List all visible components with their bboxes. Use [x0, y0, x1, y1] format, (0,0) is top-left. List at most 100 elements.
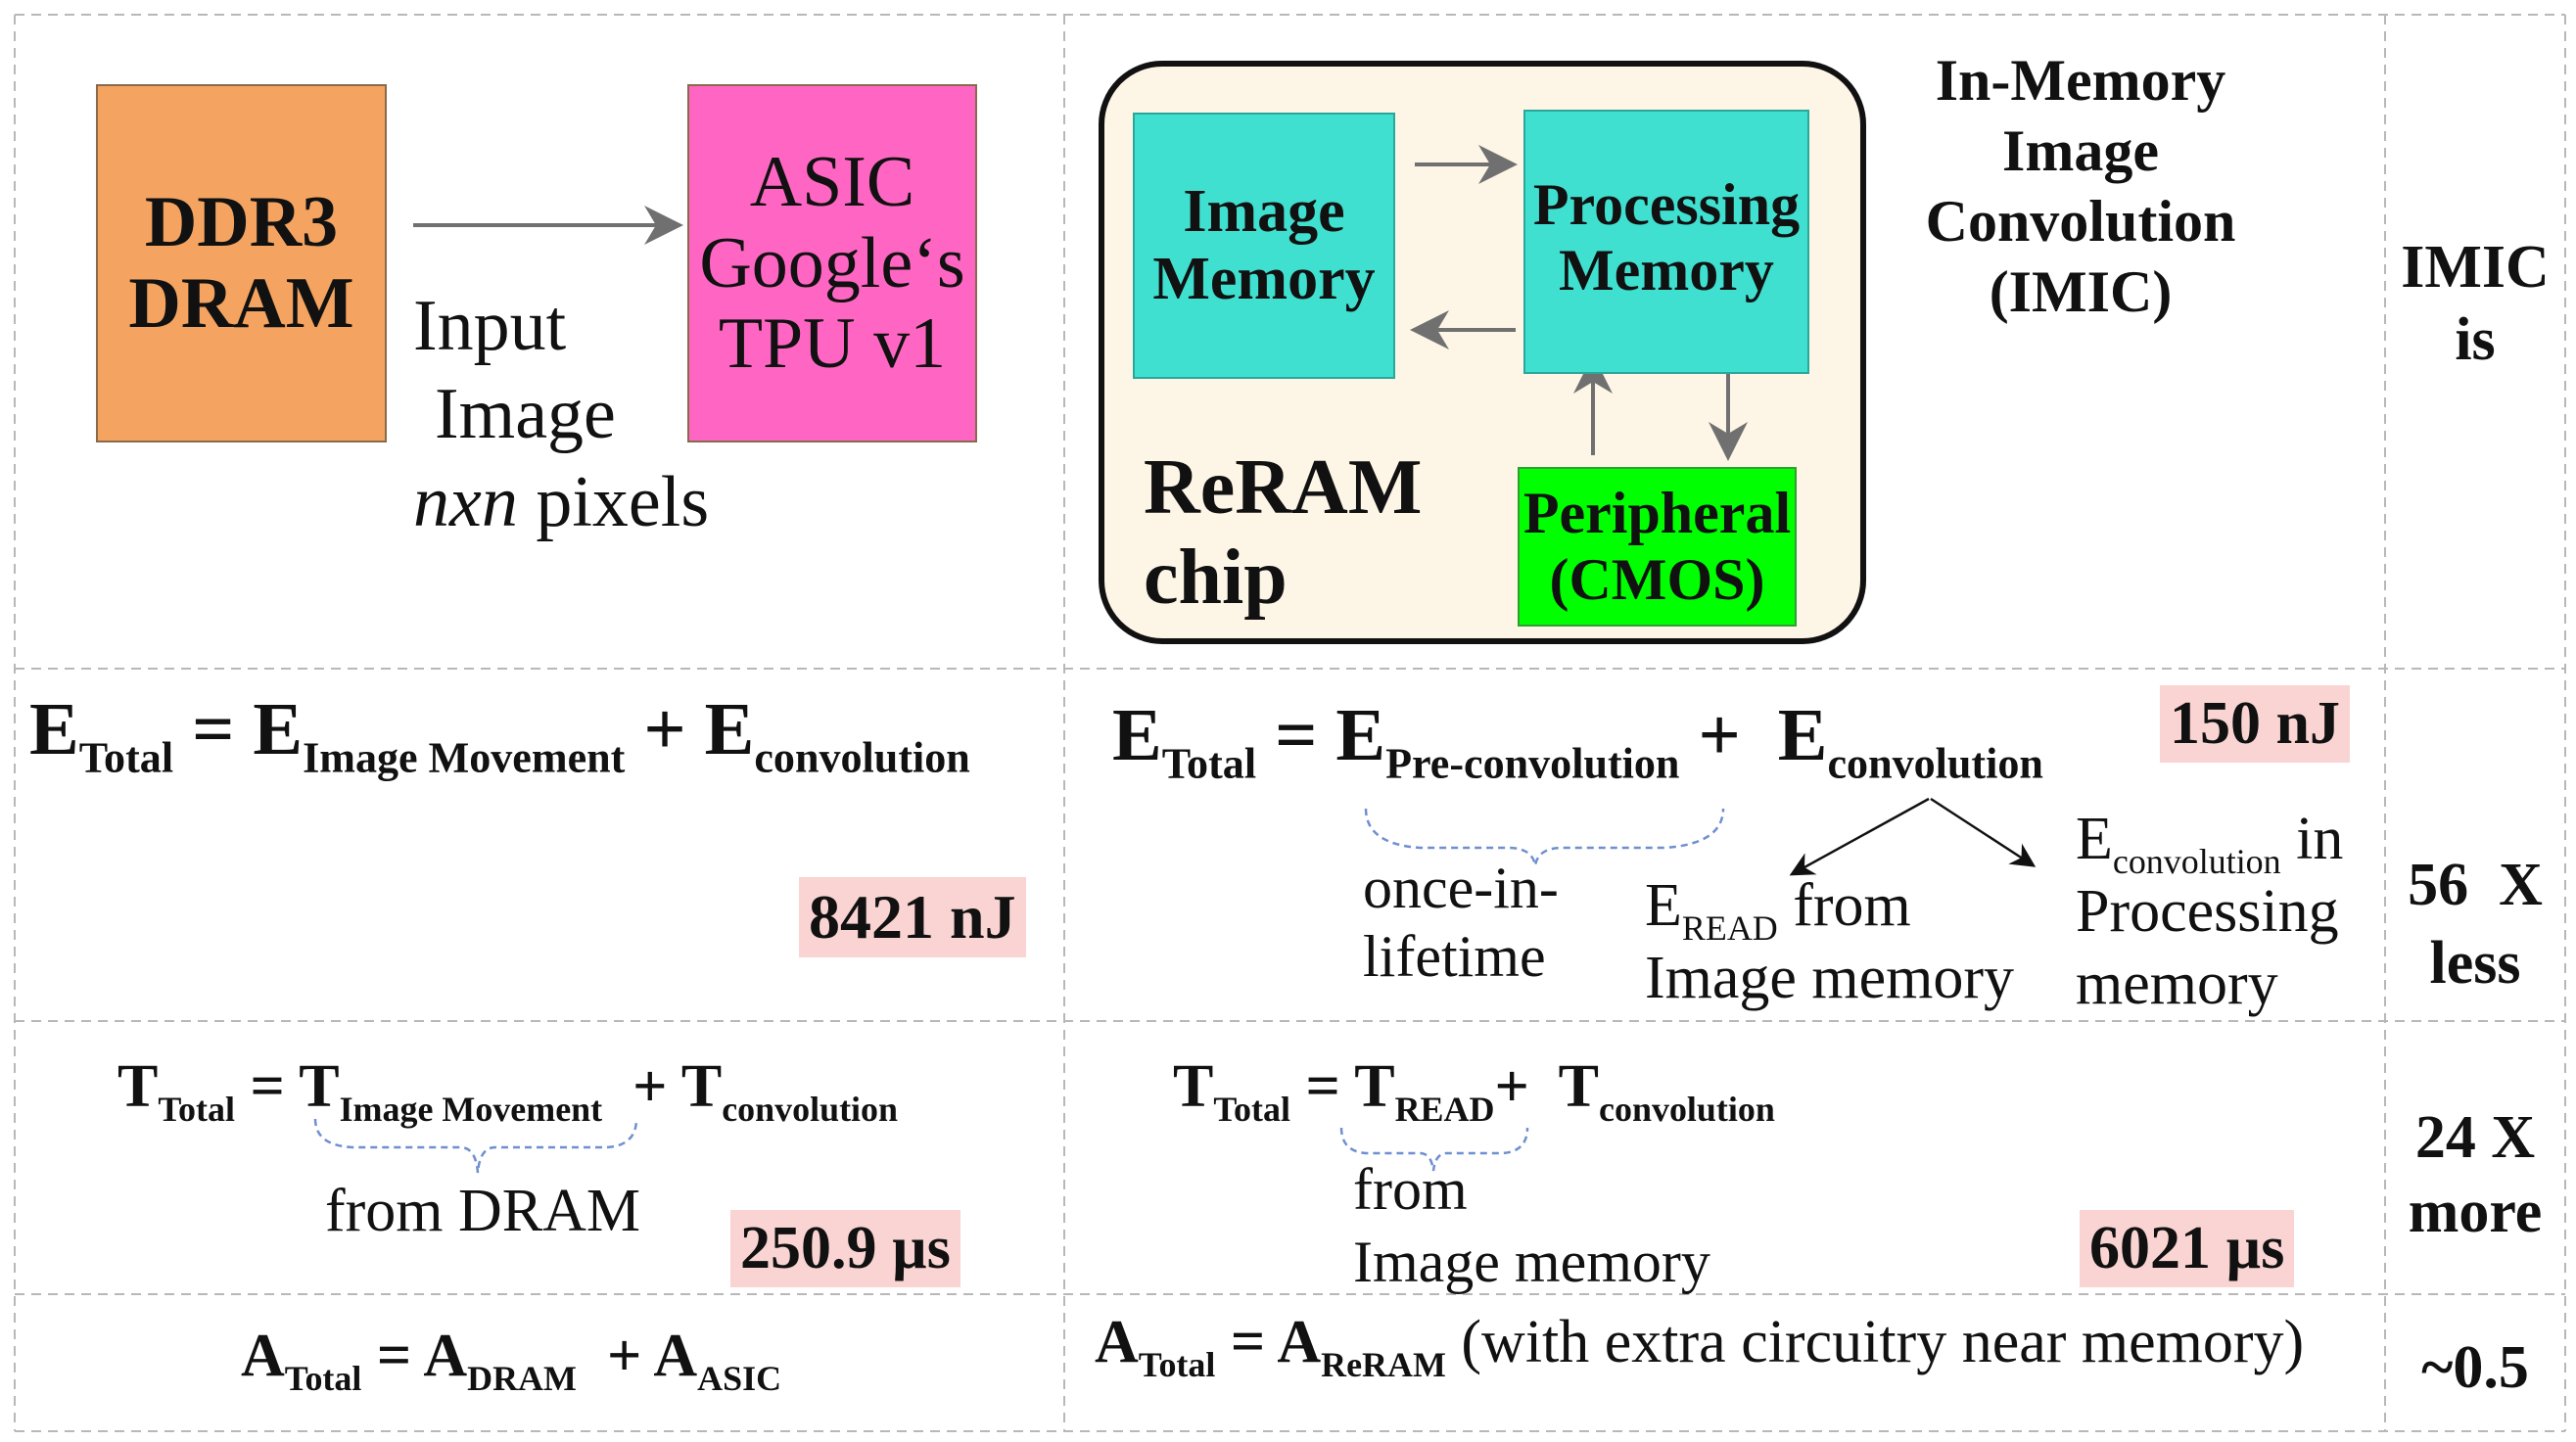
equals-sign: =	[376, 1323, 412, 1389]
e-total-symbol: E	[29, 688, 79, 770]
reram-text: ReRAM	[1144, 444, 1423, 531]
e-conv-in: in	[2296, 806, 2344, 872]
energy-right-value: 150 nJ	[2160, 685, 2350, 763]
equals-sign: =	[1230, 1309, 1266, 1375]
table-grid	[14, 14, 2566, 1432]
reram-chip-label: ReRAM chip	[1144, 442, 1422, 623]
imic-title-2: Image	[2002, 118, 2159, 183]
t-total-symbol: T	[117, 1053, 159, 1120]
input-image-label: Input Image nxn pixels	[413, 282, 709, 546]
t-convolution-symbol: T	[1558, 1053, 1600, 1120]
a-reram-sub: ReRAM	[1321, 1345, 1446, 1385]
imic-is-label: IMIC is	[2385, 231, 2565, 376]
e-convolution-sub: convolution	[1827, 739, 2043, 788]
area-right-equation: ATotal = AReRAM (with extra circuitry ne…	[1095, 1308, 2305, 1382]
equals-sign: =	[250, 1053, 285, 1120]
chip-text: chip	[1144, 535, 1288, 621]
image-memory-label-2: Memory	[1152, 246, 1376, 312]
lifetime-text: lifetime	[1363, 924, 1546, 989]
time-ratio-number: 24	[2414, 1104, 2476, 1171]
e-convolution-symbol: E	[704, 688, 755, 770]
image-memory-text: Image memory	[1353, 1230, 1710, 1294]
time-right-value: 6021 µs	[2080, 1210, 2295, 1287]
google-label: Google‘s	[699, 222, 965, 303]
asic-box: ASIC Google‘s TPU v1	[687, 84, 977, 442]
image-text: Image	[435, 374, 616, 454]
e-convolution-sub: convolution	[754, 733, 970, 782]
e-read-sub: READ	[1681, 908, 1778, 949]
energy-left-equation: ETotal = EImage Movement + Econvolution	[29, 687, 970, 779]
e-read-from: from	[1793, 872, 1911, 939]
time-ratio: 24 X more	[2385, 1100, 2565, 1249]
once-in-lifetime-note: once-in- lifetime	[1363, 854, 1559, 991]
peripheral-label: Peripheral	[1522, 481, 1792, 546]
processing-memory-box: Processing Memory	[1523, 110, 1809, 374]
equals-sign: =	[192, 688, 235, 770]
t-total-sub: Total	[1213, 1090, 1290, 1130]
a-asic-sub: ASIC	[697, 1359, 782, 1399]
e-total-symbol: E	[1112, 694, 1162, 776]
time-ratio-word: more	[2408, 1179, 2543, 1245]
imic-is-2: is	[2455, 306, 2496, 373]
e-image-movement-symbol: E	[253, 688, 304, 770]
a-total-sub: Total	[284, 1359, 362, 1399]
tpu-label: TPU v1	[718, 303, 947, 385]
e-conv-sub: convolution	[2112, 842, 2281, 882]
asic-label: ASIC	[749, 141, 915, 222]
imic-title-3: Convolution	[1925, 189, 2236, 254]
from-dram-note: from DRAM	[325, 1178, 641, 1244]
ddr3-label: DDR3	[144, 182, 339, 263]
dram-label: DRAM	[128, 263, 354, 344]
area-left-equation: ATotal = ADRAM + AASIC	[241, 1322, 781, 1396]
energy-ratio-x: X	[2499, 852, 2543, 918]
e-conv-symbol: E	[2076, 806, 2113, 872]
pixels-text: pixels	[536, 462, 710, 542]
e-read-image-memory: Image memory	[1645, 945, 2015, 1011]
extra-circuitry-note: (with extra circuitry near memory)	[1461, 1309, 2305, 1375]
t-convolution-sub: convolution	[1599, 1090, 1775, 1130]
pre-convolution-brace	[1364, 808, 1725, 866]
processing-memory-label-2: Memory	[1559, 238, 1774, 303]
imic-title: In-Memory Image Convolution (IMIC)	[1880, 45, 2281, 327]
peripheral-cmos-box: Peripheral (CMOS)	[1518, 467, 1797, 627]
e-total-sub: Total	[1161, 739, 1257, 788]
a-reram-symbol: A	[1277, 1309, 1322, 1375]
t-read-sub: READ	[1394, 1090, 1495, 1130]
e-convolution-note: Econvolution in Processing memory	[2076, 803, 2343, 1020]
energy-right-equation: ETotal = EPre-convolution + Econvolution	[1112, 693, 2043, 785]
t-image-movement-symbol: T	[299, 1053, 340, 1120]
e-image-movement-sub: Image Movement	[303, 733, 626, 782]
imic-is-1: IMIC	[2401, 234, 2550, 301]
t-convolution-sub: convolution	[722, 1090, 899, 1130]
input-text: Input	[413, 286, 567, 366]
ddr3-dram-box: DDR3 DRAM	[96, 84, 387, 442]
time-left-equation: TTotal = TImage Movement + Tconvolution	[117, 1052, 898, 1127]
t-convolution-symbol: T	[680, 1053, 723, 1120]
imic-title-4: (IMIC)	[1989, 259, 2173, 324]
e-convolution-symbol: E	[1777, 694, 1828, 776]
e-total-sub: Total	[78, 733, 174, 782]
energy-ratio-number: 56	[2408, 852, 2469, 918]
image-movement-brace	[313, 1118, 638, 1174]
t-image-movement-sub: Image Movement	[339, 1090, 603, 1130]
plus-sign: +	[606, 1323, 642, 1389]
time-right-equation: TTotal = TREAD+ Tconvolution	[1173, 1052, 1775, 1127]
e-read-symbol: E	[1645, 872, 1682, 939]
nxn-text: nxn	[413, 462, 518, 542]
a-dram-sub: DRAM	[467, 1359, 577, 1399]
image-memory-box: Image Memory	[1133, 113, 1395, 379]
from-text: from	[1353, 1157, 1468, 1222]
imic-title-1: In-Memory	[1935, 48, 2226, 113]
plus-sign: +	[643, 688, 686, 770]
conv-to-processing-arrow	[1930, 797, 2037, 867]
e-read-note: EREAD from Image memory	[1645, 869, 2014, 1014]
energy-left-value: 8421 nJ	[799, 877, 1026, 957]
plus-sign: +	[1698, 694, 1741, 776]
a-total-sub: Total	[1138, 1345, 1216, 1385]
once-text: once-in-	[1363, 856, 1559, 920]
time-left-value: 250.9 µs	[730, 1210, 960, 1287]
t-total-symbol: T	[1173, 1053, 1214, 1120]
t-read-symbol: T	[1354, 1053, 1395, 1120]
e-conv-memory: memory	[2076, 951, 2278, 1017]
plus-sign: +	[632, 1053, 668, 1120]
